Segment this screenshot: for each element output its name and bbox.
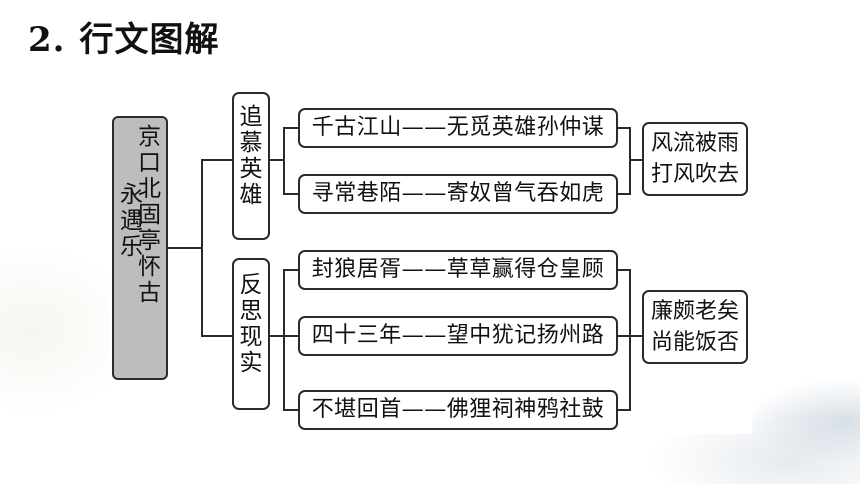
connector-branch-2-bottom	[283, 336, 298, 411]
connector-summary-2-bottom	[618, 336, 631, 411]
line-right: 望中犹记扬州路	[446, 323, 605, 348]
line-sep: ——	[401, 257, 447, 282]
connector-root-branch-2	[201, 248, 232, 337]
summary-node-1: 风流被雨 打风吹去	[642, 122, 748, 196]
connector-summary-2-top	[618, 269, 631, 336]
line-sep: ——	[401, 397, 447, 422]
line-left: 寻常巷陌	[311, 181, 402, 206]
summary-node-2: 廉颇老矣 尚能饭否	[642, 290, 748, 364]
title-text: 行文图解	[79, 20, 220, 60]
summary-line-1: 风流被雨	[650, 131, 739, 156]
connector-branch-1-top	[283, 127, 298, 160]
connector-branch-2-top	[283, 269, 298, 336]
line-right: 无觅英雄孙仲谋	[446, 115, 605, 140]
root-title: 京口北固亭怀古	[138, 124, 161, 306]
line-right: 草草赢得仓皇顾	[446, 257, 605, 282]
summary-line-2: 打风吹去	[650, 162, 739, 187]
connector-branch-1-bottom	[283, 160, 298, 195]
line-right: 佛狸祠神鸦社鼓	[446, 397, 605, 422]
branch-node-2: 反思现实	[232, 258, 270, 410]
diagram-panel: 京口北固亭怀古 永遇乐 追慕英雄 反思现实 千古江山——无觅英雄孙仲谋 寻常巷陌…	[110, 90, 752, 434]
line-right: 寄奴曾气吞如虎	[446, 181, 605, 206]
page-title: 2. 行文图解	[28, 12, 220, 61]
line-node-2: 寻常巷陌——寄奴曾气吞如虎	[298, 174, 618, 214]
title-number: 2.	[28, 20, 66, 60]
connector-summary-1-top	[618, 127, 631, 160]
connector-lines	[168, 127, 642, 411]
connector-summary-1-bottom	[618, 160, 631, 195]
summary-line-1: 廉颇老矣	[650, 299, 739, 324]
line-node-3: 封狼居胥——草草赢得仓皇顾	[298, 250, 618, 290]
branch-node-1: 追慕英雄	[232, 92, 270, 240]
line-left: 不堪回首	[311, 397, 402, 422]
summary-line-2: 尚能饭否	[650, 330, 739, 355]
root-subtitle: 永遇乐	[120, 182, 143, 260]
line-sep: ——	[401, 181, 447, 206]
line-node-4: 四十三年——望中犹记扬州路	[298, 316, 618, 356]
line-left: 封狼居胥	[311, 257, 402, 282]
root-node: 京口北固亭怀古 永遇乐	[112, 116, 168, 380]
line-left: 千古江山	[311, 115, 402, 140]
line-node-1: 千古江山——无觅英雄孙仲谋	[298, 108, 618, 148]
line-node-5: 不堪回首——佛狸祠神鸦社鼓	[298, 390, 618, 430]
line-sep: ——	[401, 115, 447, 140]
line-left: 四十三年	[311, 323, 402, 348]
line-sep: ——	[401, 323, 447, 348]
connector-root-branch-1	[201, 159, 232, 248]
